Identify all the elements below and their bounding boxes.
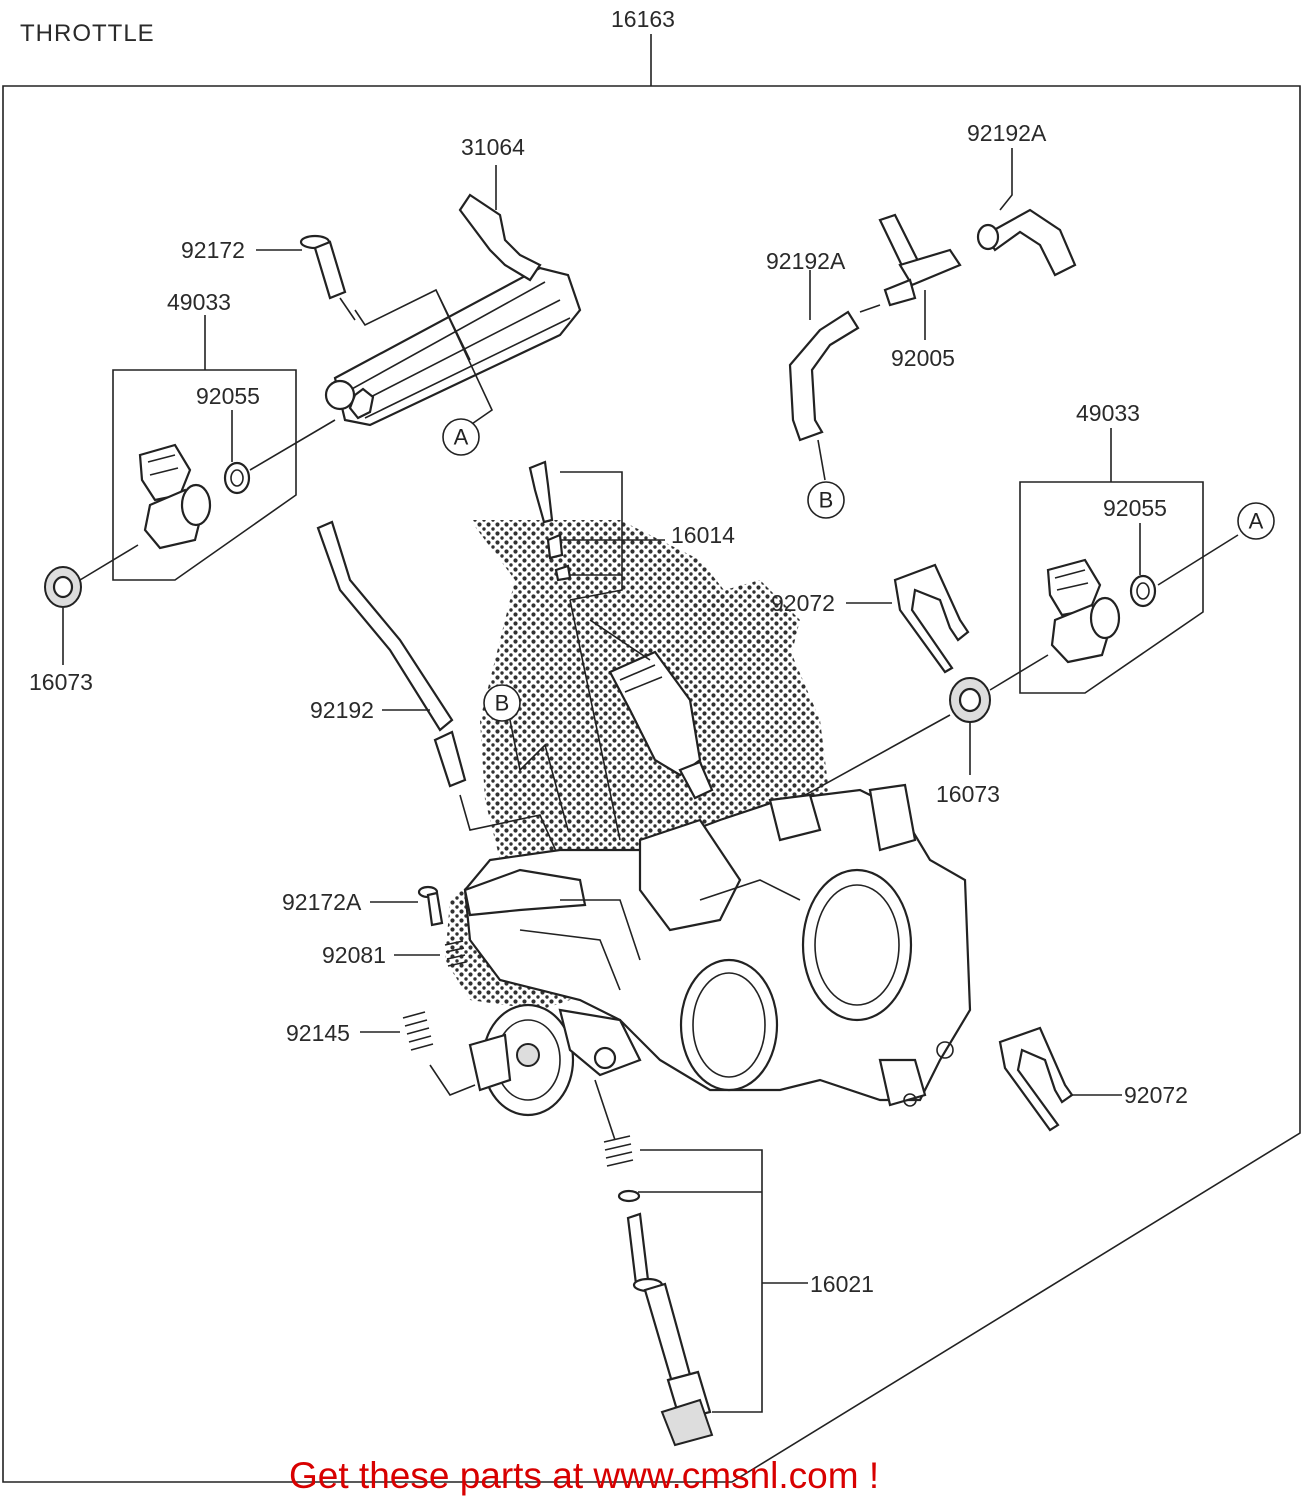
grommet-right <box>949 677 991 723</box>
assembly-frame <box>2 34 1301 1483</box>
throttle-body <box>463 783 972 1107</box>
part-label-31064[interactable]: 31064 <box>461 134 525 160</box>
part-label-92192A-left[interactable]: 92192A <box>766 248 846 274</box>
leader-line <box>509 719 569 831</box>
leader-line <box>339 297 356 321</box>
part-label-92072-top[interactable]: 92072 <box>771 590 835 616</box>
part-label-92081[interactable]: 92081 <box>322 942 386 968</box>
clamp-top <box>893 563 970 674</box>
ref-marker-b-center-label: B <box>495 691 510 716</box>
spring-92145 <box>402 1011 434 1051</box>
leader-line <box>594 1079 616 1141</box>
ref-marker-b-center <box>483 684 521 722</box>
part-label-16073-left[interactable]: 16073 <box>29 669 93 695</box>
ref-marker-a-right <box>1237 502 1275 540</box>
bracket-right <box>1019 428 1204 694</box>
seal-right <box>1129 574 1157 608</box>
hose-92192 <box>316 520 467 788</box>
leader-line <box>569 599 651 841</box>
hose-left-curved <box>788 310 860 442</box>
page-title: THROTTLE <box>20 20 155 47</box>
bracket-16021 <box>638 1149 808 1413</box>
clamp-bottom <box>998 1026 1074 1132</box>
ref-marker-b-top <box>807 481 845 519</box>
leader-line <box>249 419 336 471</box>
injector-left <box>138 443 212 550</box>
part-label-92192A-top[interactable]: 92192A <box>967 120 1047 146</box>
part-label-92005[interactable]: 92005 <box>891 345 955 371</box>
throttle-pulley <box>468 1003 642 1117</box>
bracket-left <box>112 315 297 581</box>
leader-line <box>817 439 826 481</box>
spring-92081 <box>444 940 467 967</box>
leader-line <box>1157 534 1239 586</box>
grommet-left <box>44 566 82 608</box>
part-label-92172[interactable]: 92172 <box>181 237 245 263</box>
tee-fitting <box>878 213 962 307</box>
part-label-92145[interactable]: 92145 <box>286 1020 350 1046</box>
part-label-92072-bottom[interactable]: 92072 <box>1124 1082 1188 1108</box>
leader-line <box>989 654 1049 691</box>
part-label-16014[interactable]: 16014 <box>671 522 735 548</box>
leader-line <box>859 304 881 313</box>
leader-line <box>459 794 561 861</box>
ref-marker-b-top-label: B <box>819 488 834 513</box>
part-label-49033-right[interactable]: 49033 <box>1076 400 1140 426</box>
part-label-16073-right[interactable]: 16073 <box>936 781 1000 807</box>
hose-top-right <box>976 208 1077 277</box>
part-label-92172A[interactable]: 92172A <box>282 889 362 915</box>
part-label-92055-left[interactable]: 92055 <box>196 383 260 409</box>
part-label-92055-right[interactable]: 92055 <box>1103 495 1167 521</box>
part-label-92192[interactable]: 92192 <box>310 697 374 723</box>
injector-right <box>1046 558 1121 664</box>
bolt-part <box>299 234 347 300</box>
idle-screw-assembly <box>603 1135 714 1447</box>
leader-line <box>354 288 494 429</box>
fuel-rail-part <box>324 193 582 427</box>
part-label-16163[interactable]: 16163 <box>611 6 675 32</box>
ref-marker-a-left-label: A <box>454 425 469 450</box>
ref-marker-a-right-label: A <box>1249 509 1264 534</box>
screw-92172A <box>417 885 444 927</box>
leader-line <box>79 544 139 581</box>
leader-line <box>999 148 1013 211</box>
leader-line <box>429 1064 476 1096</box>
ref-marker-a-left <box>442 418 480 456</box>
screw-16014 <box>528 460 572 582</box>
sensor-connector <box>608 650 714 800</box>
footer-shop-link[interactable]: Get these parts at www.cmsnl.com ! <box>289 1455 879 1496</box>
part-label-49033-left[interactable]: 49033 <box>167 289 231 315</box>
part-label-16021[interactable]: 16021 <box>810 1271 874 1297</box>
seal-left <box>223 461 251 495</box>
bracket-16014 <box>560 471 665 601</box>
